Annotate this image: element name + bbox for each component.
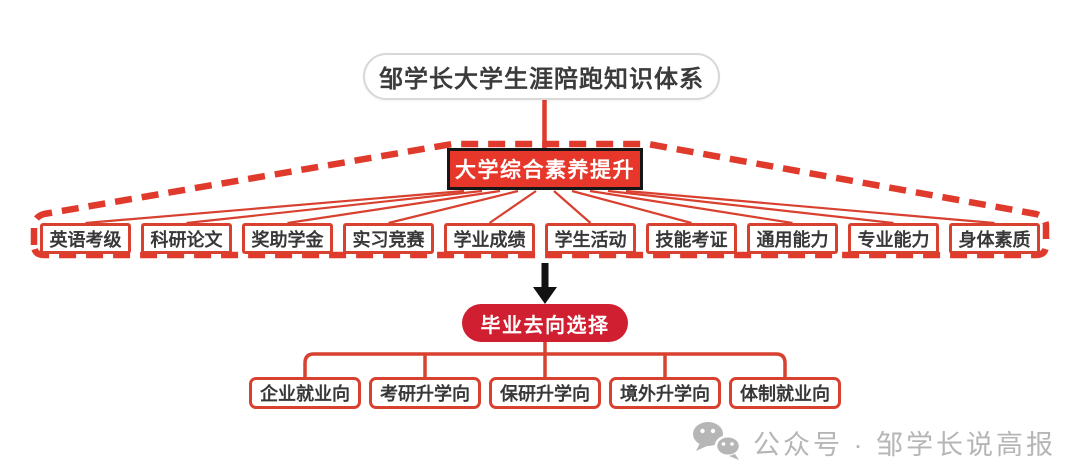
level2-item-research-paper: 科研论文: [141, 223, 232, 254]
level2-item-scholarship: 奖助学金: [242, 223, 333, 254]
connector-level3-to-level4: [303, 340, 787, 377]
level2-item-general-ability: 通用能力: [747, 223, 838, 254]
wechat-icon: [691, 420, 743, 465]
down-arrow: [533, 263, 557, 304]
level4-item-recommendation: 保研升学向: [489, 377, 601, 409]
level2-row: 英语考级 科研论文 奖助学金 实习竞赛 学业成绩 学生活动 技能考证 通用能力 …: [40, 223, 1040, 254]
level3-node: 毕业去向选择: [462, 304, 628, 342]
watermark-text: 公众号 · 邹学长说高报: [753, 430, 1056, 460]
level3-label: 毕业去向选择: [480, 314, 610, 337]
level4-row: 企业就业向 考研升学向 保研升学向 境外升学向 体制就业向: [249, 377, 841, 409]
level2-item-activities: 学生活动: [545, 223, 636, 254]
root-node: 邹学长大学生涯陪跑知识体系: [363, 53, 720, 100]
level2-item-grades: 学业成绩: [444, 223, 535, 254]
level4-item-public-sector: 体制就业向: [729, 377, 841, 409]
level2-item-fitness: 身体素质: [949, 223, 1040, 254]
level4-item-corporate-job: 企业就业向: [249, 377, 361, 409]
level1-node: 大学综合素养提升: [447, 148, 643, 190]
level2-item-pro-ability: 专业能力: [848, 223, 939, 254]
level2-item-english-test: 英语考级: [40, 223, 131, 254]
connector-fan-level1-to-level2: [85, 189, 995, 225]
level1-label: 大学综合素养提升: [455, 159, 635, 182]
dashed-scope-outline: [30, 140, 1050, 259]
level2-item-certificates: 技能考证: [646, 223, 737, 254]
level4-item-grad-exam: 考研升学向: [369, 377, 481, 409]
level2-item-internship: 实习竞赛: [343, 223, 434, 254]
level4-item-overseas-study: 境外升学向: [609, 377, 721, 409]
root-title: 邹学长大学生涯陪跑知识体系: [379, 66, 704, 93]
watermark: 公众号 · 邹学长说高报: [691, 420, 1056, 465]
